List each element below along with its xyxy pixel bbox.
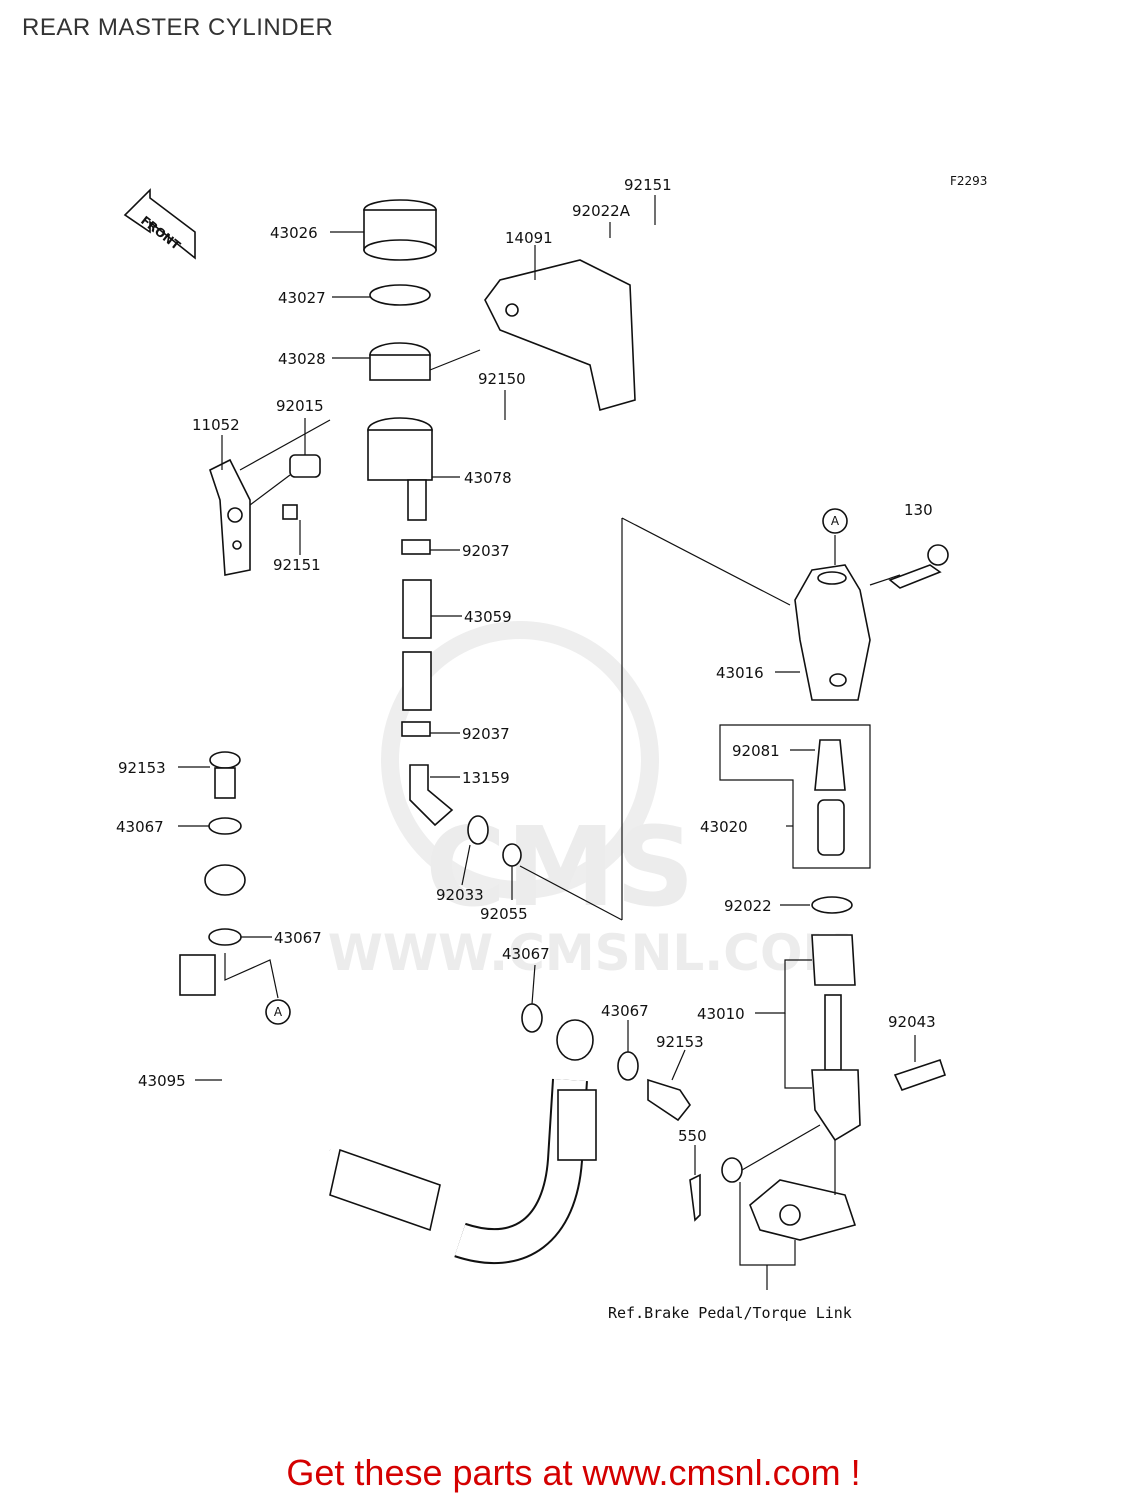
part-label-43010: 43010 (697, 1005, 745, 1023)
part-label-43028: 43028 (278, 350, 326, 368)
figure-code: F2293 (950, 174, 987, 188)
push-rod-assembly (811, 896, 947, 1142)
master-cylinder-body (794, 544, 949, 701)
part-label-92015: 92015 (276, 397, 324, 415)
part-label-92150: 92150 (478, 370, 526, 388)
part-label-92033: 92033 (436, 886, 484, 904)
part-label-43026: 43026 (270, 224, 318, 242)
part-label-92081: 92081 (732, 742, 780, 760)
part-label-92153-top: 92153 (118, 759, 166, 777)
piston-kit-box (719, 724, 871, 869)
part-label-43067-a: 43067 (116, 818, 164, 836)
reservoir-hose (401, 539, 522, 867)
part-label-13159: 13159 (462, 769, 510, 787)
part-label-130: 130 (904, 501, 933, 519)
footer-link[interactable]: Get these parts at www.cmsnl.com ! (286, 1452, 861, 1493)
part-label-92022A: 92022A (572, 202, 631, 220)
part-label-92022: 92022 (724, 897, 772, 915)
watermark-url: WWW.CMSNL.COM (328, 924, 853, 982)
part-label-43027: 43027 (278, 289, 326, 307)
part-label-43067-d: 43067 (601, 1002, 649, 1020)
reference-note: Ref.Brake Pedal/Torque Link (608, 1304, 852, 1322)
page-title: REAR MASTER CYLINDER (22, 14, 334, 41)
part-label-14091: 14091 (505, 229, 553, 247)
reservoir-cap-stack (363, 199, 437, 521)
part-label-43059: 43059 (464, 608, 512, 626)
part-label-92151-left: 92151 (273, 556, 321, 574)
part-label-43016: 43016 (716, 664, 764, 682)
brake-hose (179, 864, 597, 1265)
banjo-fittings (208, 751, 691, 1122)
part-label-43067-c: 43067 (502, 945, 550, 963)
part-label-92043: 92043 (888, 1013, 936, 1031)
part-label-11052: 11052 (192, 416, 240, 434)
part-labels: 43026 43027 43028 14091 92022A 92151 921… (116, 176, 936, 1322)
reference-marker-bottom: A (265, 999, 291, 1025)
part-label-43078: 43078 (464, 469, 512, 487)
part-label-550: 550 (678, 1127, 707, 1145)
torque-link (689, 1157, 857, 1241)
reservoir-cover (484, 259, 636, 412)
front-arrow-icon: FRONT (123, 188, 196, 260)
leader-lines (178, 195, 916, 1290)
part-label-92055: 92055 (480, 905, 528, 923)
part-label-43067-b: 43067 (274, 929, 322, 947)
part-label-92037-a: 92037 (462, 542, 510, 560)
part-label-43095: 43095 (138, 1072, 186, 1090)
part-label-92153-b: 92153 (656, 1033, 704, 1051)
part-label-43020: 43020 (700, 818, 748, 836)
reference-marker-bottom-label: A (274, 1005, 283, 1019)
reference-marker-top: A (822, 508, 848, 534)
part-label-92151-top: 92151 (624, 176, 672, 194)
reference-marker-top-label: A (831, 514, 840, 528)
part-label-92037-b: 92037 (462, 725, 510, 743)
